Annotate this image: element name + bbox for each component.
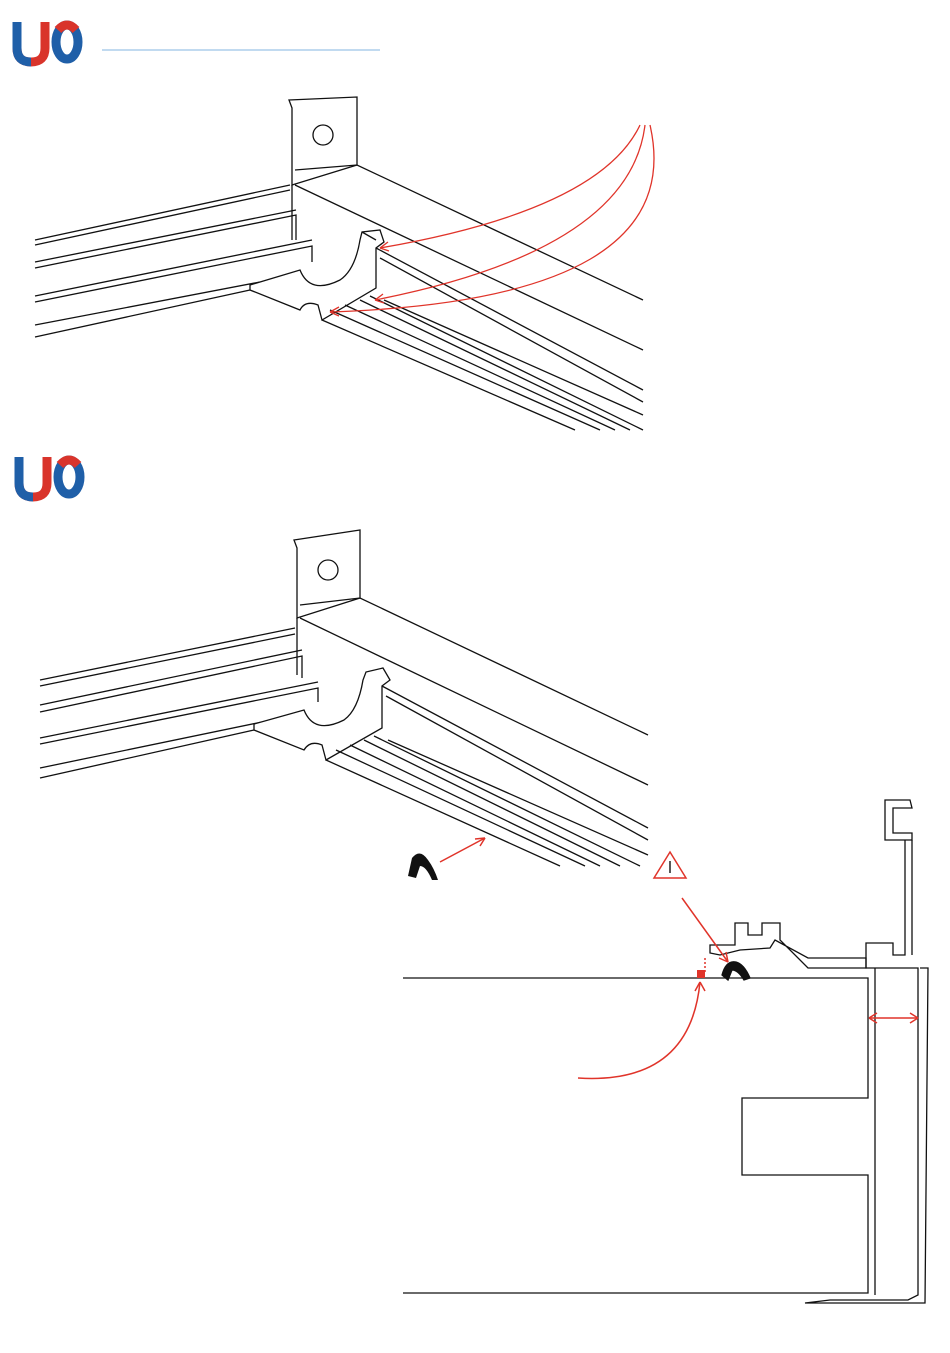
figure-middle-perspective bbox=[40, 530, 648, 866]
annotation-arrows-top bbox=[330, 125, 654, 316]
clip-body-2 bbox=[254, 668, 390, 760]
panel-section bbox=[403, 978, 868, 1293]
clip-body bbox=[250, 230, 384, 320]
figure-top-perspective bbox=[35, 97, 643, 430]
bracket-plate bbox=[289, 97, 357, 185]
brand-logo-middle bbox=[19, 457, 80, 497]
gasket-in-section bbox=[722, 962, 750, 980]
contact-point-marker bbox=[697, 970, 705, 978]
frame-profile bbox=[885, 800, 912, 840]
warning-triangle-icon bbox=[654, 852, 686, 878]
contact-leader-curve bbox=[578, 982, 700, 1078]
gasket-profile-icon bbox=[408, 853, 438, 880]
figure-section bbox=[403, 800, 928, 1303]
warning-leader-arrow bbox=[682, 898, 728, 962]
gasket-pointer-arrow bbox=[440, 838, 485, 862]
brand-logo-top bbox=[17, 22, 78, 62]
logo-u-letter-blue bbox=[17, 22, 31, 62]
